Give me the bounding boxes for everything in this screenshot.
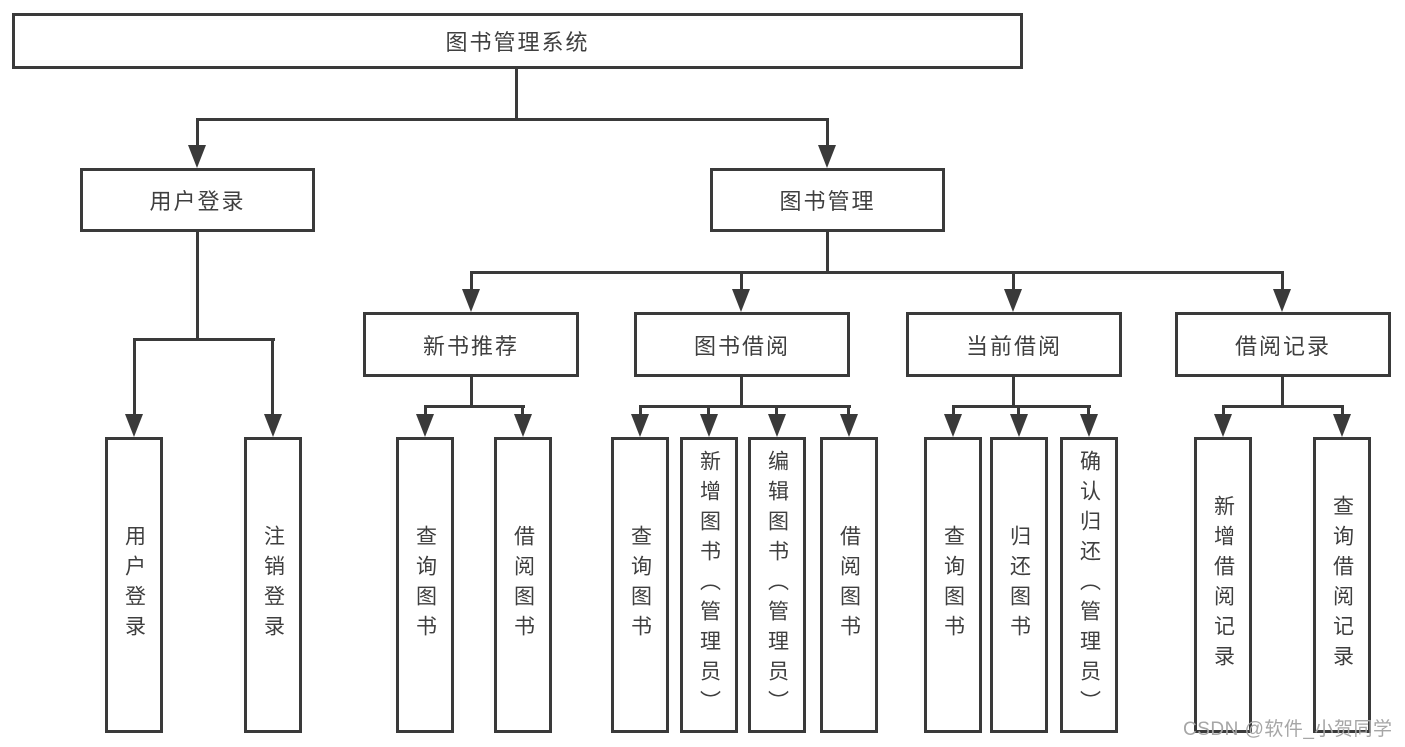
connector-line	[196, 232, 199, 340]
arrowhead-down	[768, 414, 786, 437]
arrowhead-down	[264, 414, 282, 437]
leaf-newbook-query-books: 查询图书	[396, 437, 454, 733]
connector-line	[424, 405, 427, 416]
arrowhead-down	[840, 414, 858, 437]
node-book-management: 图书管理	[710, 168, 945, 232]
connector-line	[952, 405, 955, 416]
connector-line	[775, 405, 778, 416]
arrowhead-down	[732, 289, 750, 312]
arrowhead-down	[944, 414, 962, 437]
arrowhead-down	[818, 145, 836, 168]
arrowhead-down	[1004, 289, 1022, 312]
connector-line	[470, 271, 473, 293]
node-new-book-recommend: 新书推荐	[363, 312, 579, 377]
connector-line	[271, 338, 274, 417]
leaf-user-login: 用户登录	[105, 437, 163, 733]
arrowhead-down	[462, 289, 480, 312]
leaf-borrowing-add-books-admin: 新增图书（管理员）	[680, 437, 738, 733]
arrowhead-down	[1333, 414, 1351, 437]
connector-line	[847, 405, 850, 416]
connector-line	[521, 405, 524, 416]
connector-line	[952, 405, 1091, 408]
connector-line	[133, 338, 136, 417]
leaf-records-add-record: 新增借阅记录	[1194, 437, 1252, 733]
node-user-login: 用户登录	[80, 168, 315, 232]
arrowhead-down	[188, 145, 206, 168]
leaf-current-return-books: 归还图书	[990, 437, 1048, 733]
csdn-watermark: CSDN @软件_小贺同学	[1183, 719, 1393, 740]
connector-line	[515, 69, 518, 120]
leaf-records-query-record: 查询借阅记录	[1313, 437, 1371, 733]
connector-line	[470, 377, 473, 408]
connector-line	[1222, 405, 1225, 416]
connector-line	[1012, 271, 1015, 293]
arrowhead-down	[1214, 414, 1232, 437]
connector-line	[639, 405, 851, 408]
leaf-current-query-books: 查询图书	[924, 437, 982, 733]
connector-line	[740, 377, 743, 408]
connector-line	[1017, 405, 1020, 416]
arrowhead-down	[1080, 414, 1098, 437]
connector-line	[1281, 377, 1284, 408]
connector-line	[826, 232, 829, 273]
connector-line	[1341, 405, 1344, 416]
node-borrowing-records: 借阅记录	[1175, 312, 1391, 377]
connector-line	[1012, 377, 1015, 408]
arrowhead-down	[700, 414, 718, 437]
leaf-borrowing-edit-books-admin: 编辑图书（管理员）	[748, 437, 806, 733]
leaf-newbook-borrow-books: 借阅图书	[494, 437, 552, 733]
arrowhead-down	[125, 414, 143, 437]
node-book-borrowing: 图书借阅	[634, 312, 850, 377]
leaf-borrowing-query-books: 查询图书	[611, 437, 669, 733]
leaf-logout: 注销登录	[244, 437, 302, 733]
connector-line	[707, 405, 710, 416]
arrowhead-down	[416, 414, 434, 437]
arrowhead-down	[1010, 414, 1028, 437]
node-current-borrowing: 当前借阅	[906, 312, 1122, 377]
arrowhead-down	[1273, 289, 1291, 312]
connector-line	[424, 405, 525, 408]
connector-line	[740, 271, 743, 293]
connector-line	[196, 118, 199, 148]
arrowhead-down	[631, 414, 649, 437]
connector-line	[1222, 405, 1344, 408]
leaf-current-confirm-return-admin: 确认归还（管理员）	[1060, 437, 1118, 733]
connector-line	[1087, 405, 1090, 416]
leaf-borrowing-borrow-books: 借阅图书	[820, 437, 878, 733]
connector-line	[639, 405, 642, 416]
connector-line	[470, 271, 1284, 274]
connector-line	[826, 118, 829, 148]
node-root: 图书管理系统	[12, 13, 1023, 69]
connector-line	[133, 338, 275, 341]
arrowhead-down	[514, 414, 532, 437]
connector-line	[196, 118, 829, 121]
connector-line	[1281, 271, 1284, 293]
